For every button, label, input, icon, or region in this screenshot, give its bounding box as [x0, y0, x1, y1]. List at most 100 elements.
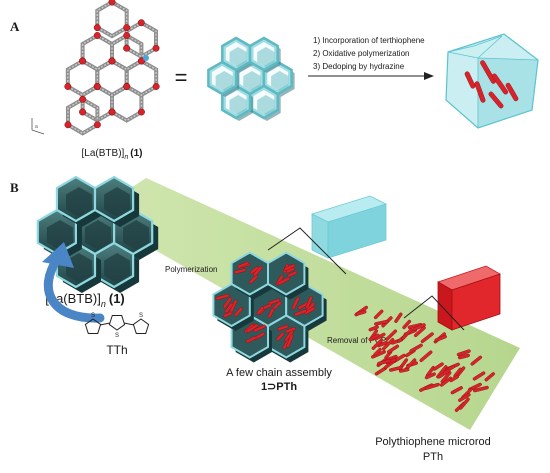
polymer-rod — [381, 338, 395, 351]
polymer-rod — [223, 311, 233, 318]
polymer-rod — [459, 397, 470, 410]
polymer-rod — [420, 332, 434, 344]
polythiophene-microrod-cluster — [354, 305, 495, 412]
polymer-rod — [437, 368, 451, 379]
polymer-rod — [432, 362, 444, 371]
equals-sign: = — [175, 65, 188, 90]
monomer-label: TTh — [106, 343, 127, 357]
incorporation-arrow — [42, 242, 105, 323]
polymer-rod — [368, 325, 379, 332]
axis-indicator-icon: a — [31, 118, 45, 135]
polymer-rod — [439, 376, 453, 387]
polymer-rod — [305, 296, 313, 309]
polymer-rod — [233, 268, 247, 274]
polymer-rod — [474, 81, 486, 103]
polymer-rod — [250, 266, 259, 275]
panel-b-label: B — [10, 180, 19, 195]
svg-text:S: S — [115, 333, 119, 339]
polymer-rod — [505, 82, 519, 102]
polymer-rod — [245, 335, 257, 344]
polymer-rod — [253, 324, 267, 333]
polymer-rod — [373, 309, 384, 320]
polymer-rod — [277, 324, 289, 331]
polymer-rod — [224, 302, 234, 314]
microrod-label-2: PTh — [423, 451, 443, 463]
polymer-rod — [488, 91, 504, 109]
polymer-rod — [398, 367, 410, 373]
polymer-rod — [470, 355, 483, 366]
polymer-rod — [394, 312, 403, 323]
honeycomb-schematic — [207, 36, 295, 121]
polymer-rod — [440, 371, 452, 384]
single-pore-with-polymer — [445, 33, 539, 129]
polymer-rod — [373, 347, 382, 357]
assembly-label-2: 1⊃PTh — [261, 381, 297, 393]
polymer-rod — [374, 319, 389, 326]
framework-honeycomb — [36, 175, 159, 293]
panel-a-framework-label: [La(BTB)]n(1) — [82, 148, 143, 161]
polymer-rod — [389, 365, 403, 372]
polymer-rod — [284, 263, 296, 271]
polymer-rod — [458, 392, 471, 402]
polymer-rod — [371, 338, 384, 350]
terthiophene-molecule-icon: S S S — [84, 313, 150, 339]
polymer-rod — [409, 343, 423, 353]
polymer-rod — [386, 344, 400, 354]
panel-a-label: A — [10, 19, 20, 34]
polymer-rod — [385, 329, 398, 341]
polymer-rod — [456, 349, 471, 357]
assembly-label-1: A few chain assembly — [226, 367, 332, 379]
polymer-rod — [412, 323, 426, 331]
polymer-rod — [401, 328, 413, 341]
polymer-rod — [377, 359, 392, 366]
polymer-rod — [304, 306, 316, 315]
polymer-rod — [424, 382, 440, 390]
polymer-rod — [413, 326, 426, 338]
svg-text:S: S — [139, 313, 143, 319]
polymer-rod — [253, 265, 263, 277]
polymer-rod — [237, 261, 249, 269]
step-1: 1) Incorporation of terthiophene — [313, 36, 425, 45]
polymer-rod — [434, 334, 447, 342]
polymer-rod — [480, 60, 496, 84]
framework-channel-box — [310, 195, 388, 259]
polymerization-label: Polymerization — [165, 265, 217, 274]
step-2: 2) Oxidative polymerization — [313, 49, 409, 58]
polymer-rod — [449, 375, 460, 383]
step-3: 3) Dedoping by hydrazine — [313, 62, 405, 71]
polymer-rod — [458, 353, 470, 360]
polymer-rod — [424, 372, 436, 380]
svg-text:S: S — [91, 313, 95, 319]
polymer-rod — [473, 385, 489, 393]
microrod-label-1: Polythiophene microrod — [375, 436, 491, 448]
removal-label: Removal of PCP — [327, 336, 386, 345]
polymer-rod — [272, 301, 282, 310]
composite-honeycomb — [212, 251, 327, 363]
polymer-rod — [368, 333, 380, 342]
mof-crystal-structure — [64, 0, 160, 136]
polymer-rod — [215, 293, 230, 301]
polymer-rod — [464, 71, 476, 89]
zoom-line-1 — [267, 227, 347, 275]
polymer-rod — [234, 307, 243, 317]
polymer-rod — [450, 386, 463, 395]
polymer-rod — [491, 73, 509, 95]
polymer-rod — [285, 327, 296, 334]
polymer-rod — [356, 310, 367, 316]
polymer-rod — [256, 306, 264, 315]
polymer-rod — [276, 332, 285, 341]
polymer-rod — [484, 372, 495, 382]
polymer-rod — [222, 297, 232, 309]
polymer-rod — [248, 274, 258, 284]
polymer-rod — [294, 309, 307, 317]
polymer-rod — [419, 350, 433, 363]
polymer-rod — [402, 319, 412, 330]
polymer-rod — [268, 298, 281, 305]
polymer-rod — [286, 334, 294, 348]
zoom-line-2 — [403, 295, 465, 331]
polymer-rod — [246, 323, 259, 333]
polymer-rod — [287, 270, 298, 278]
polymer-rod — [472, 371, 486, 381]
polymer-rod — [291, 296, 300, 310]
